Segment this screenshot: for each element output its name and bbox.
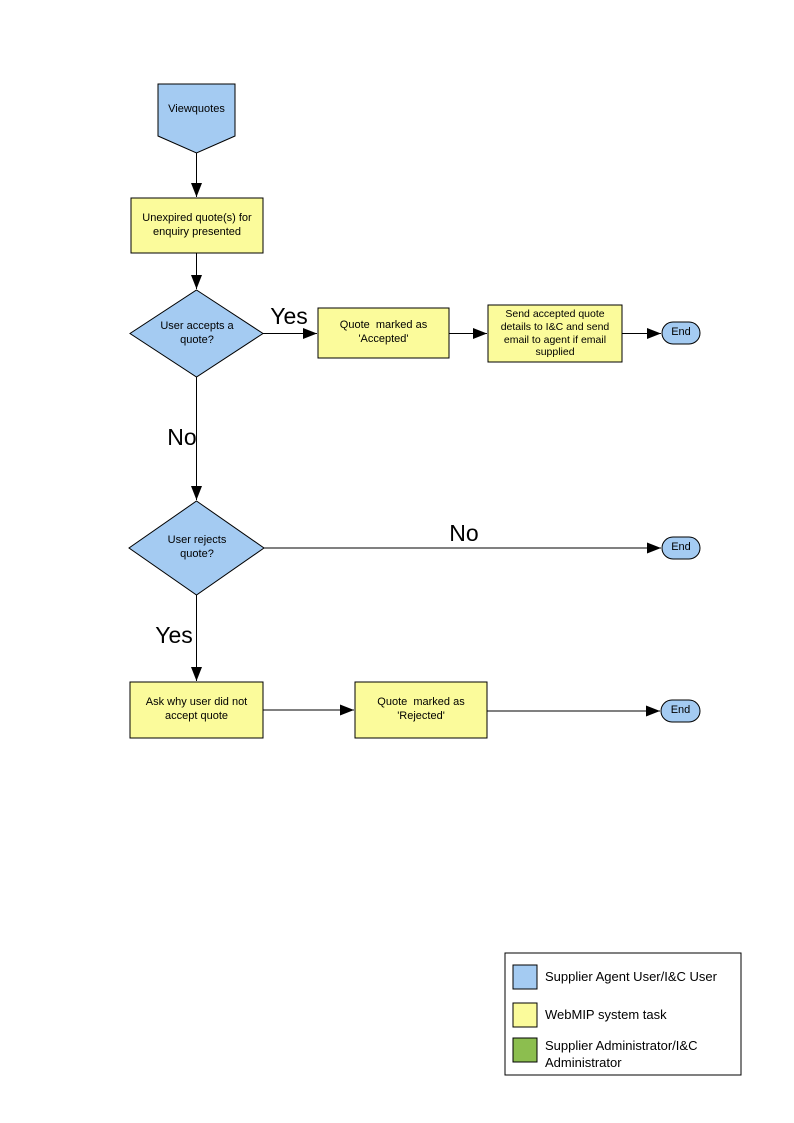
legend-label-supplier-admin: Supplier Administrator/I&C Administrator <box>545 1038 698 1070</box>
end-accept-shape <box>661 321 701 345</box>
legend-swatch-yellow <box>512 1002 538 1028</box>
legend-swatch-green <box>512 1037 538 1063</box>
reject-decision-label: User rejects quote? <box>167 534 227 560</box>
send-details-node-label: Send accepted quote details to I&C and s… <box>500 307 610 359</box>
legend-label-supplier-agent: Supplier Agent User/I&C User <box>545 968 717 984</box>
edge-label-accept-no: No <box>167 423 197 450</box>
rejected-node-shape <box>354 681 488 739</box>
end-reject-label: End <box>670 704 691 717</box>
legend-box <box>504 952 742 1076</box>
send-details-node-shape <box>487 304 623 363</box>
ask-why-node-shape <box>129 681 264 739</box>
end-accept-label: End <box>671 326 691 339</box>
legend-label-webmip-task: WebMIP system task <box>545 1006 667 1022</box>
end-reject-shape <box>660 699 701 723</box>
accept-decision-shape <box>129 289 264 378</box>
legend-swatch-blue <box>512 964 538 990</box>
accept-decision-label: User accepts a quote? <box>160 319 234 346</box>
edge-label-reject-yes: Yes <box>155 621 193 648</box>
start-node-shape <box>157 83 236 154</box>
rejected-node-label: Quote marked as 'Rejected' <box>377 696 468 722</box>
present-node-shape <box>130 197 264 254</box>
present-node-label: Unexpired quote(s) for enquiry presented <box>142 211 252 238</box>
edge-label-reject-no: No <box>449 519 479 546</box>
ask-why-node-label: Ask why user did not accept quote <box>145 696 248 722</box>
start-node-label: Viewquotes <box>168 103 225 116</box>
accepted-node-label: Quote marked as 'Accepted' <box>339 319 431 345</box>
end-no-reject-label: End <box>671 541 691 554</box>
end-no-reject-shape <box>661 536 701 560</box>
accepted-node-shape <box>317 307 450 359</box>
edge-label-accept-yes: Yes <box>270 302 308 329</box>
reject-decision-shape <box>128 500 265 596</box>
